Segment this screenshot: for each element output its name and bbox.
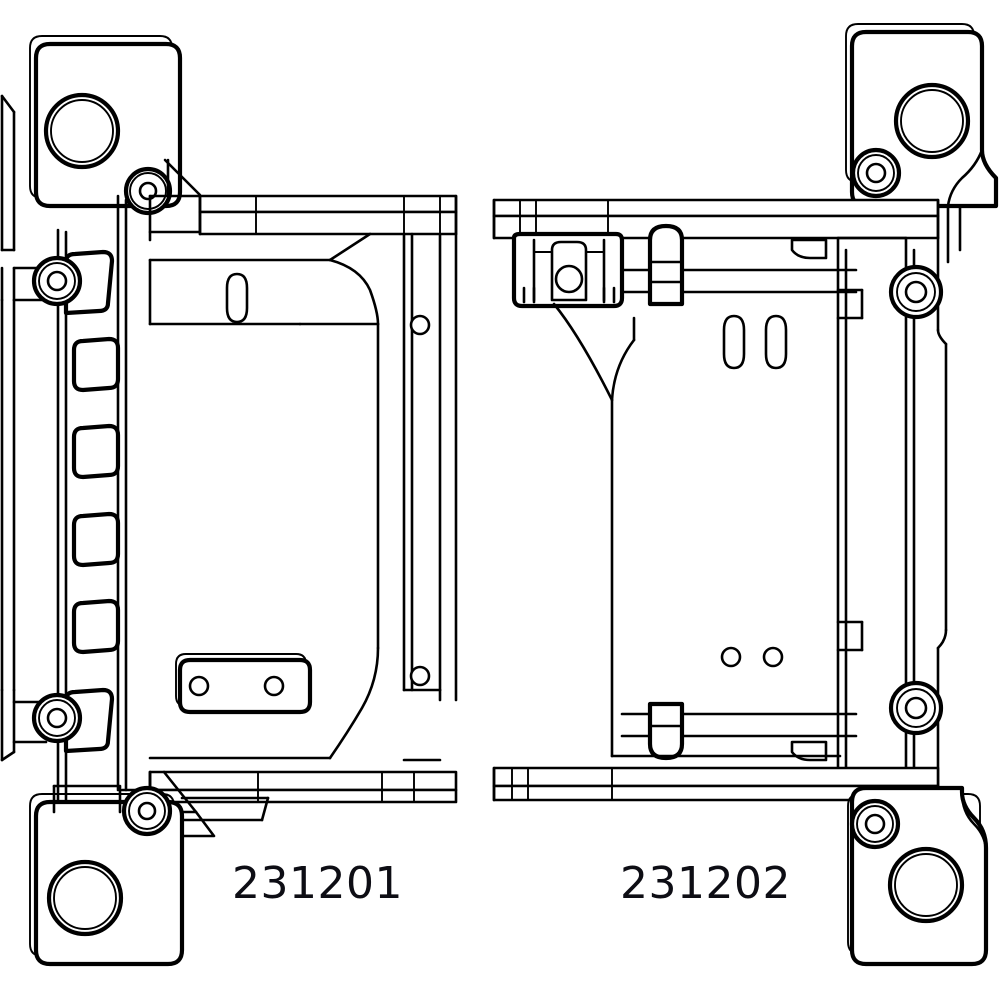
part-number-right: 231202	[620, 858, 791, 909]
right-round-hole-2	[762, 646, 784, 668]
right-lower-rivet-group	[888, 680, 944, 736]
right-central-web	[610, 314, 788, 758]
strap-plate-hole-2	[263, 675, 285, 697]
right-lower-large-hole	[887, 846, 965, 924]
left-rail-hole-lower	[409, 665, 431, 687]
rail-slot-2	[71, 423, 121, 480]
left-upper-corner-pad	[29, 35, 183, 216]
right-upper-rivet-group	[888, 264, 944, 320]
rail-slot-4	[71, 598, 121, 655]
right-oval-slot-2	[764, 314, 788, 370]
left-lower-pivot	[12, 687, 115, 754]
strap-plate-hole-1	[188, 675, 210, 697]
part-231201	[0, 35, 458, 967]
left-central-web	[148, 232, 380, 760]
left-lower-tongue	[180, 796, 270, 838]
left-right-vertical-rail	[402, 232, 458, 762]
left-strap-plate	[175, 653, 313, 715]
right-upper-large-hole	[893, 82, 971, 160]
right-upper-latch-block	[511, 231, 625, 402]
right-upper-rail-bar	[620, 223, 858, 307]
rail-slot-1	[71, 336, 121, 393]
right-upper-notch	[790, 238, 828, 260]
part-number-left: 231201	[232, 858, 403, 909]
left-slotted-rail	[56, 194, 128, 862]
right-top-rail	[492, 198, 940, 240]
left-rail-hole-upper	[409, 314, 431, 336]
left-upper-large-hole	[43, 92, 121, 170]
left-lower-large-hole	[46, 859, 124, 937]
left-top-rail	[198, 194, 458, 236]
right-latch-hole	[554, 264, 584, 294]
left-lower-corner-pad	[29, 784, 185, 967]
right-oval-slot-1	[722, 314, 746, 370]
part-231202	[492, 23, 999, 967]
left-oval-slot	[225, 272, 249, 324]
rail-slot-3	[71, 511, 121, 568]
right-lower-corner-pad	[847, 785, 989, 967]
right-lower-cam	[647, 701, 685, 761]
right-round-hole-1	[720, 646, 742, 668]
left-upper-pivot	[12, 249, 115, 316]
right-upper-cam	[647, 223, 685, 307]
right-upper-corner-pad	[845, 23, 999, 264]
left-rail-slot-group	[71, 336, 121, 655]
